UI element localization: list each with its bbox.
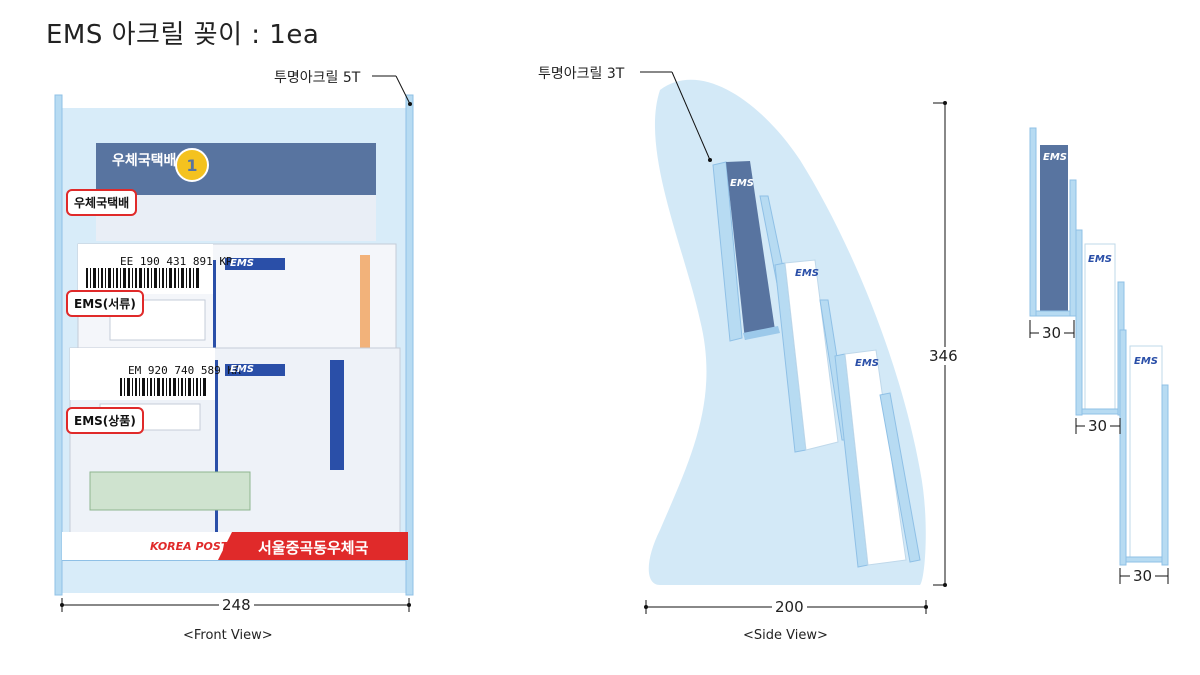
detail-dim-1: 30: [1039, 324, 1065, 342]
form1-blue-strip: [213, 260, 216, 364]
form2-blue-block: [330, 360, 344, 470]
side-ems-logo-1: EMS: [730, 178, 754, 189]
side-slot-2: [774, 259, 851, 453]
banner-office: 서울중곡동우체국: [258, 539, 369, 557]
side-ems-logo-3: EMS: [855, 358, 879, 369]
form1-tracking-number: EE 190 431 891 KR: [120, 255, 233, 268]
form1-orange-strip: [360, 255, 370, 364]
detail-slot-3: [1119, 329, 1169, 566]
svg-text:1: 1: [186, 156, 197, 175]
form1-barcode: [86, 268, 199, 288]
form2-ems-band: [225, 364, 285, 376]
banner-brand: KOREA POST: [150, 540, 229, 553]
detail-ems-logo-1: EMS: [1043, 152, 1067, 163]
side-material-label: 투명아크릴 3T: [538, 66, 625, 82]
banner-left: [62, 532, 232, 560]
front-right-edge: [405, 94, 414, 596]
form-top-header: 우체국택배: [112, 153, 177, 169]
form2-blue-strip: [215, 360, 218, 538]
tag-parcel: 우체국택배: [66, 189, 138, 216]
tag-ems-goods: EMS(상품): [66, 407, 144, 434]
award-badge: [175, 148, 209, 182]
side-height-dim: 346: [926, 347, 961, 365]
form1-ems-logo: EMS: [230, 258, 254, 269]
banner-diagonal: [218, 532, 250, 560]
detail-dim-3: 30: [1130, 567, 1156, 585]
form2-ems-logo: EMS: [230, 364, 254, 375]
detail-ems-logo-2: EMS: [1088, 254, 1112, 265]
front-caption: <Front View>: [183, 628, 273, 643]
front-material-label: 투명아크릴 5T: [274, 70, 361, 86]
form1-ems-band: [225, 258, 285, 270]
form2-green-area: [89, 471, 251, 511]
detail-dim-2: 30: [1085, 417, 1111, 435]
front-width-dim: 248: [219, 596, 254, 614]
side-width-dim: 200: [772, 598, 807, 616]
side-ems-logo-2: EMS: [795, 268, 819, 279]
front-left-edge: [54, 94, 63, 596]
form2-barcode: [120, 378, 206, 396]
detail-slot-1: [1029, 127, 1077, 317]
page-title: EMS 아크릴 꽂이 : 1ea: [46, 20, 320, 50]
tag-ems-document: EMS(서류): [66, 290, 144, 317]
form-top-body: [96, 195, 376, 241]
detail-ems-logo-3: EMS: [1134, 356, 1158, 367]
side-slot-3: [834, 349, 921, 568]
form2-tracking-number: EM 920 740 589 KR: [128, 364, 241, 377]
side-caption: <Side View>: [743, 628, 828, 643]
